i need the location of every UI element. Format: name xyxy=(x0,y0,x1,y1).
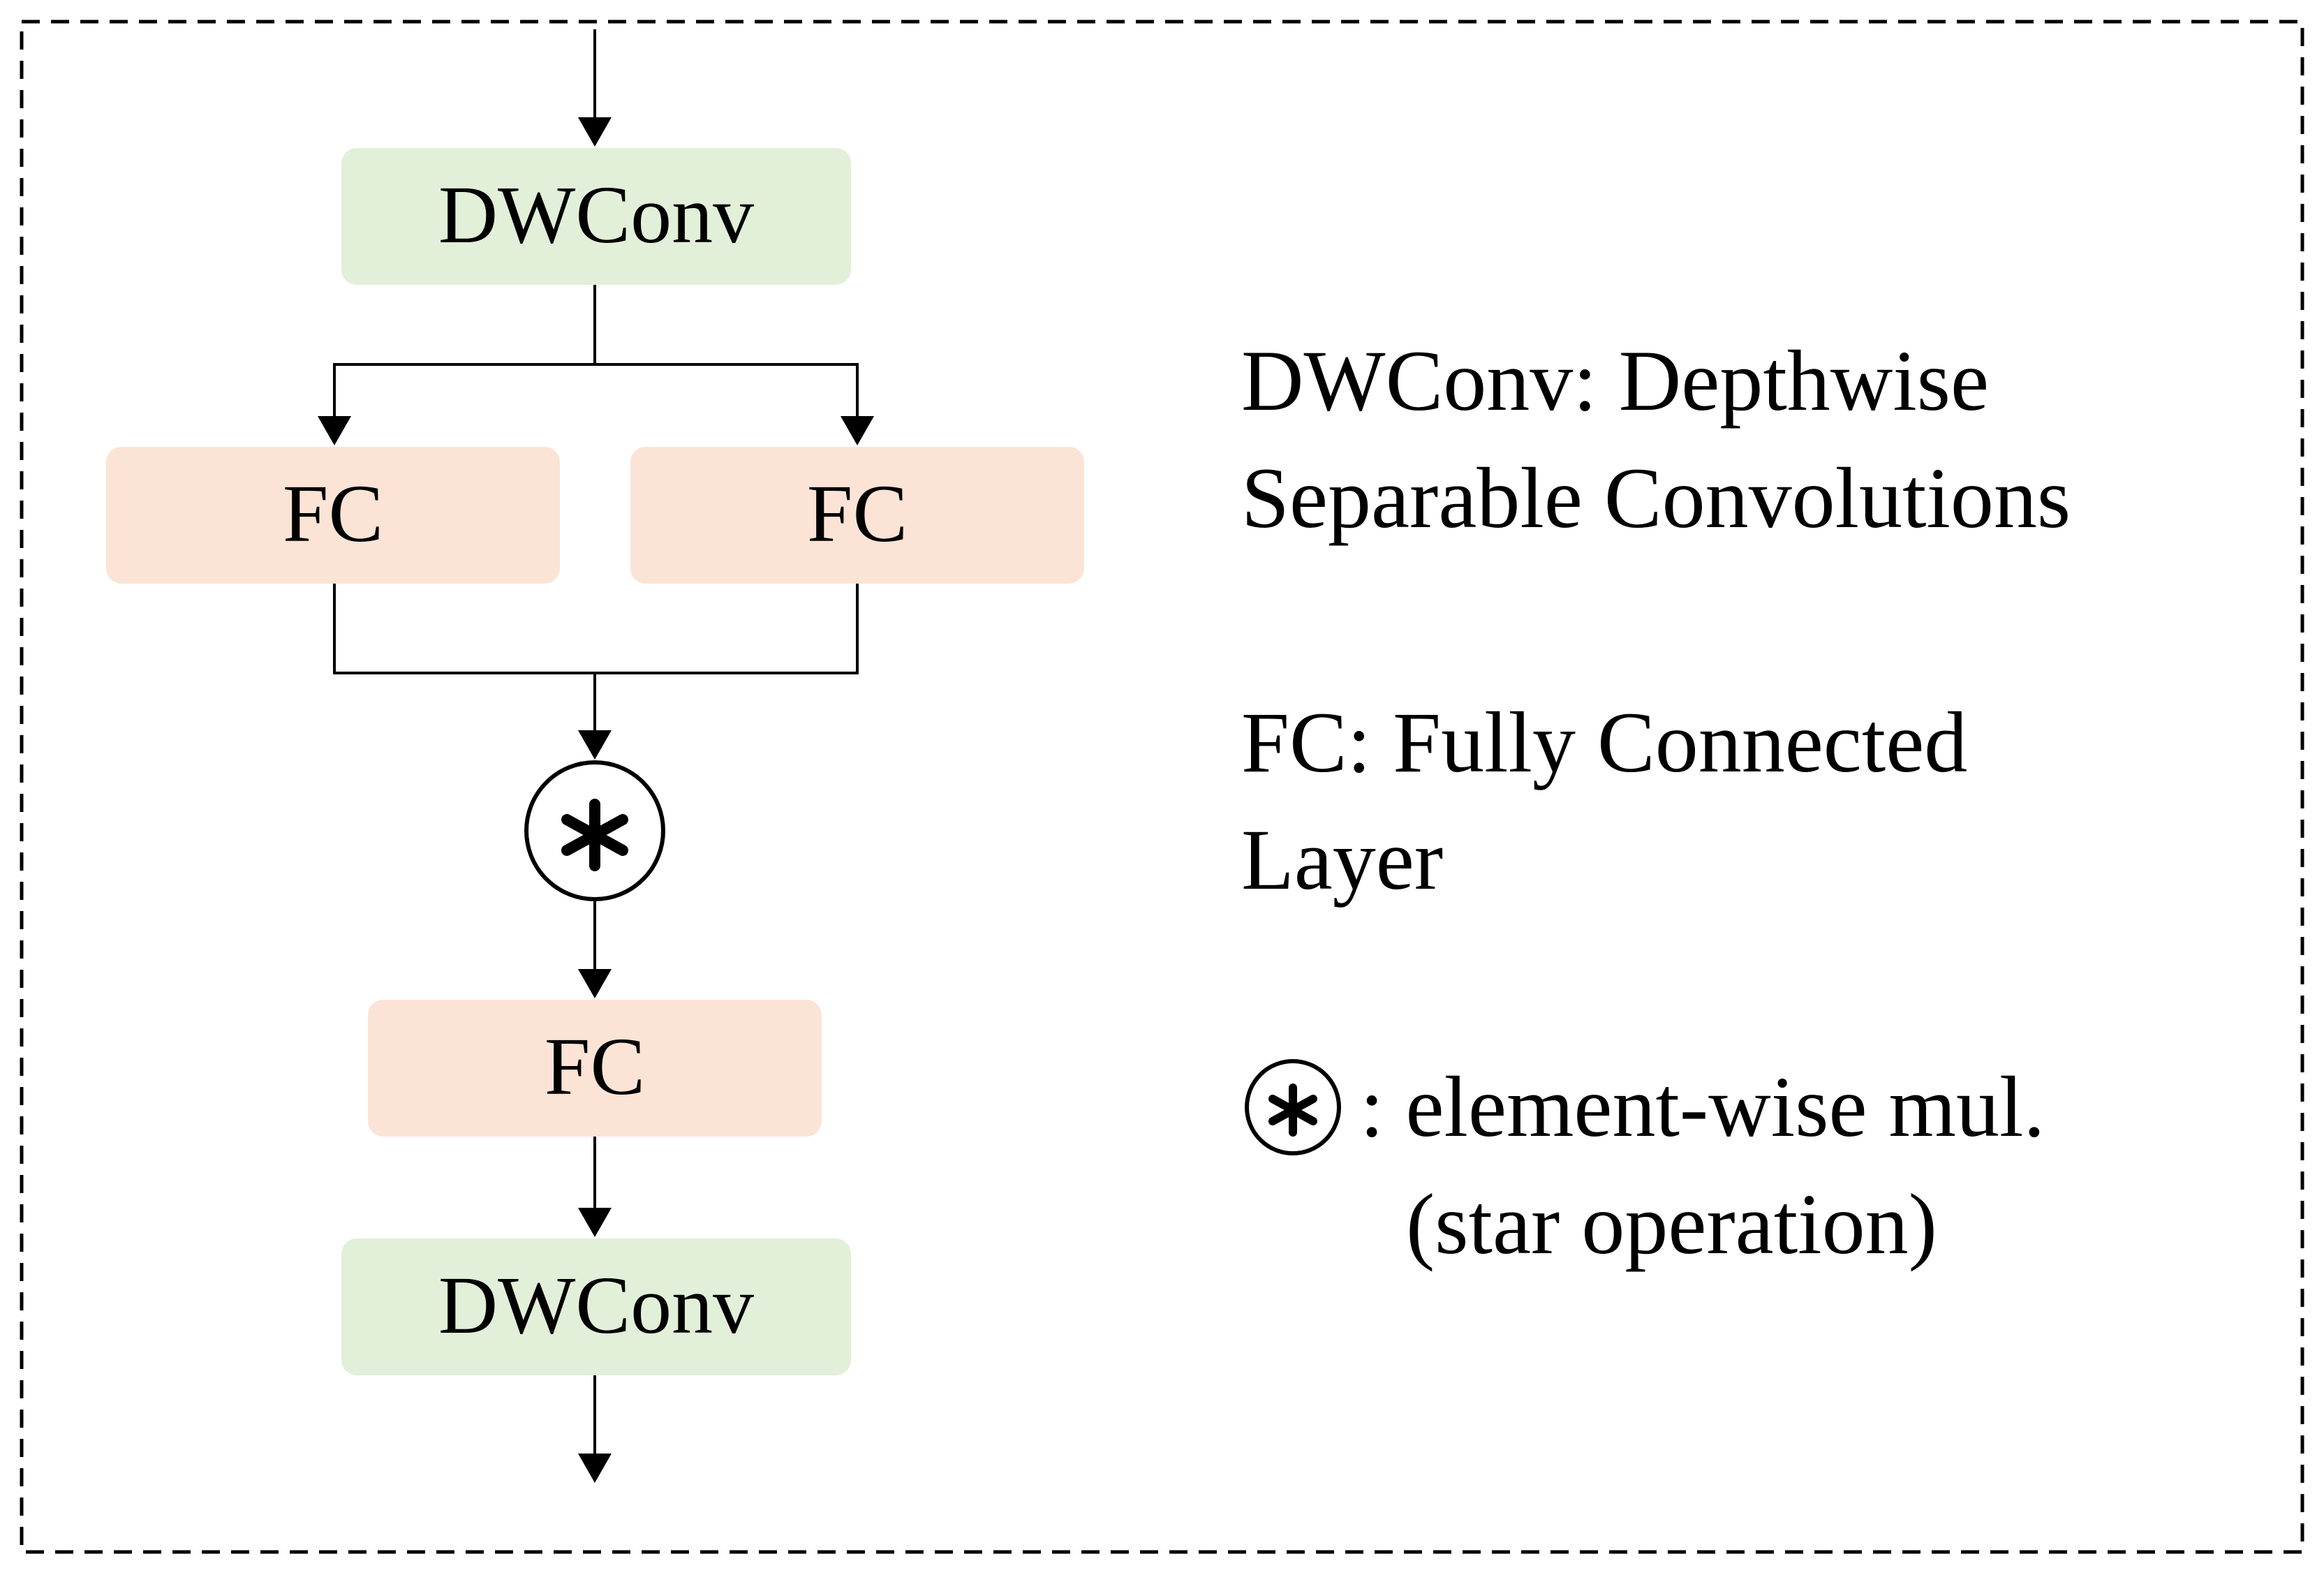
dwconv-top-label: DWConv xyxy=(438,169,754,260)
merge-connector xyxy=(333,584,859,760)
fc-block-bottom: FC xyxy=(368,1000,822,1137)
legend-star-line2: (star operation) xyxy=(1406,1176,1937,1272)
fc-bottom-label: FC xyxy=(545,1021,645,1112)
arrow-star-to-fc xyxy=(578,901,612,998)
legend-star: : element-wise mul. (star operation) xyxy=(1241,1049,2045,1283)
legend-fc: FC: Fully Connected Layer xyxy=(1241,684,1967,919)
legend-dwconv-line1: DWConv: Depthwise xyxy=(1241,333,1990,429)
input-arrow xyxy=(578,29,612,147)
split-connector xyxy=(318,285,874,445)
legend-dwconv: DWConv: Depthwise Separable Convolutions xyxy=(1241,323,2071,557)
legend-fc-line2: Layer xyxy=(1241,812,1444,908)
star-operation-icon xyxy=(1245,1059,1341,1155)
legend-fc-line1: FC: Fully Connected xyxy=(1241,695,1968,790)
fc-left-label: FC xyxy=(283,468,383,559)
legend-star-row: : element-wise mul. xyxy=(1241,1049,2045,1166)
star-operation-node xyxy=(524,760,665,901)
output-arrow xyxy=(578,1375,612,1483)
asterisk-icon xyxy=(561,799,628,871)
fc-block-right: FC xyxy=(630,447,1084,584)
arrow-fc-to-dwconv xyxy=(578,1137,612,1237)
legend-star-line1: : element-wise mul. xyxy=(1360,1059,2045,1155)
dwconv-bottom-label: DWConv xyxy=(438,1259,754,1351)
legend-dwconv-line2: Separable Convolutions xyxy=(1241,450,2071,546)
fc-right-label: FC xyxy=(807,468,908,559)
dwconv-block-top: DWConv xyxy=(341,148,851,285)
dwconv-block-bottom: DWConv xyxy=(341,1238,851,1375)
fc-block-left: FC xyxy=(106,447,560,584)
